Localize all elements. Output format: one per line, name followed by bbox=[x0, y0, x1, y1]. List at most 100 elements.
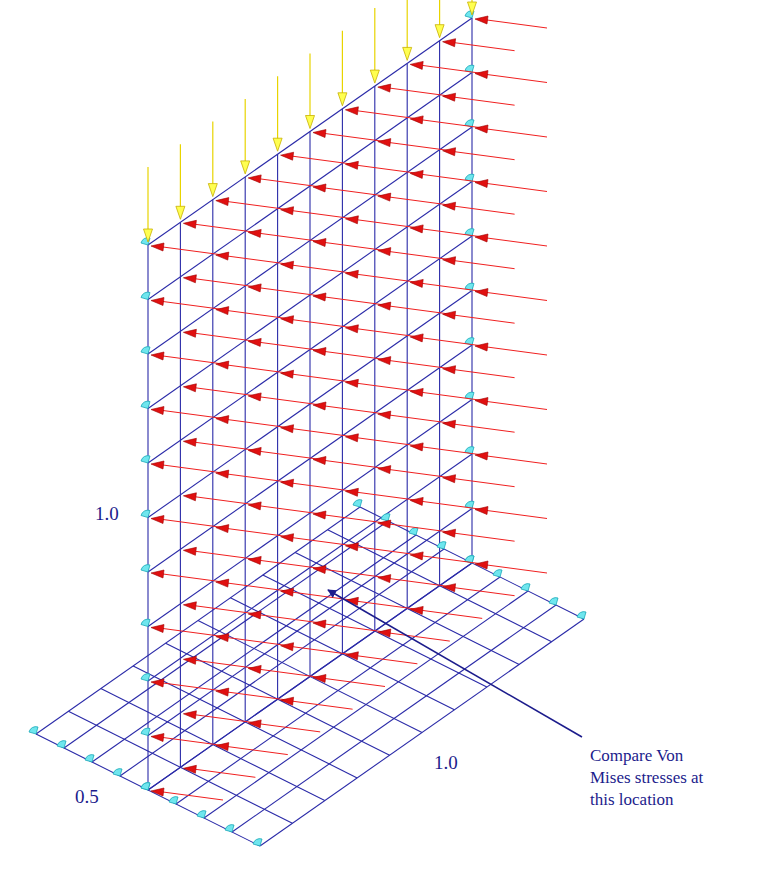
pressure-arrow bbox=[281, 425, 353, 437]
arrow-shaft bbox=[357, 492, 417, 500]
arrow-shaft bbox=[325, 352, 385, 360]
arrow-head bbox=[345, 434, 358, 442]
arrow-shaft bbox=[487, 129, 547, 137]
mesh-line bbox=[148, 454, 472, 681]
arrow-head bbox=[378, 248, 391, 256]
constraint-symbols bbox=[29, 11, 586, 846]
dimension-label: 0.5 bbox=[75, 786, 99, 808]
pressure-arrow bbox=[183, 602, 255, 614]
arrow-shaft bbox=[260, 179, 320, 187]
arrow-shaft bbox=[228, 365, 288, 373]
arrow-head bbox=[410, 170, 423, 178]
arrow-head bbox=[183, 329, 196, 337]
constraint-symbol bbox=[521, 584, 530, 591]
constraint-symbol bbox=[57, 741, 66, 748]
arrow-head bbox=[281, 425, 294, 433]
arrow-shaft bbox=[163, 247, 223, 255]
arrow-head bbox=[281, 697, 294, 705]
pressure-arrow bbox=[281, 697, 353, 709]
arrow-head bbox=[443, 366, 456, 374]
arrow-head bbox=[151, 352, 164, 360]
load-arrow bbox=[273, 76, 282, 151]
arrow-head bbox=[378, 466, 391, 474]
arrow-shaft bbox=[422, 501, 482, 509]
arrow-head bbox=[281, 207, 294, 215]
arrow-shaft bbox=[422, 447, 482, 455]
pressure-arrow bbox=[378, 248, 450, 260]
arrow-shaft bbox=[293, 156, 353, 164]
arrow-shaft bbox=[260, 669, 320, 677]
load-arrow bbox=[144, 167, 153, 242]
arrow-head bbox=[378, 575, 391, 583]
arrow-head bbox=[183, 711, 196, 719]
arrow-shaft bbox=[228, 311, 288, 319]
arrow-shaft bbox=[163, 302, 223, 310]
arrow-shaft bbox=[293, 647, 353, 655]
arrow-shaft bbox=[228, 202, 288, 210]
arrow-head bbox=[216, 743, 229, 751]
pressure-arrow bbox=[281, 207, 353, 219]
pressure-arrow bbox=[183, 220, 255, 232]
arrow-head bbox=[403, 47, 412, 60]
arrow-shaft bbox=[293, 429, 353, 437]
pressure-arrow bbox=[216, 198, 288, 210]
arrow-shaft bbox=[228, 474, 288, 482]
arrow-head bbox=[443, 93, 456, 101]
pressure-arrow bbox=[443, 475, 515, 487]
pressure-arrow bbox=[443, 93, 515, 105]
pressure-arrow bbox=[183, 765, 255, 777]
arrow-shaft bbox=[228, 692, 288, 700]
arrow-head bbox=[378, 302, 391, 310]
arrow-shaft bbox=[309, 54, 310, 118]
pressure-arrow bbox=[151, 734, 223, 746]
arrow-shaft bbox=[163, 629, 223, 637]
arrow-shaft bbox=[390, 306, 450, 314]
arrow-head bbox=[410, 497, 423, 505]
mesh-line bbox=[232, 605, 556, 832]
arrow-head bbox=[468, 2, 477, 15]
arrow-shaft bbox=[439, 0, 440, 27]
constraint-symbol bbox=[253, 839, 262, 846]
arrow-head bbox=[248, 720, 261, 728]
arrow-shaft bbox=[407, 0, 408, 49]
arrow-shaft bbox=[390, 579, 450, 587]
callout-leader bbox=[328, 590, 582, 737]
pressure-arrow bbox=[475, 125, 547, 137]
pressure-arrow bbox=[378, 466, 450, 478]
arrow-shaft bbox=[325, 461, 385, 469]
arrow-shaft bbox=[390, 252, 450, 260]
arrow-shaft bbox=[390, 197, 450, 205]
pressure-arrow bbox=[345, 597, 417, 609]
arrow-shaft bbox=[357, 383, 417, 391]
arrow-head bbox=[345, 325, 358, 333]
pressure-arrow bbox=[475, 561, 547, 573]
constraint-symbol bbox=[353, 500, 362, 507]
arrow-head bbox=[248, 229, 261, 237]
mesh-line bbox=[148, 345, 472, 572]
arrow-head bbox=[435, 25, 444, 38]
constraint-symbol bbox=[141, 783, 150, 790]
pressure-arrow bbox=[183, 656, 255, 668]
arrow-head bbox=[443, 257, 456, 265]
arrow-head bbox=[378, 520, 391, 528]
pressure-arrow bbox=[216, 470, 288, 482]
arrow-head bbox=[183, 438, 196, 446]
pressure-arrow bbox=[216, 416, 288, 428]
arrow-head bbox=[281, 479, 294, 487]
arrow-head bbox=[248, 611, 261, 619]
pressure-arrow bbox=[475, 452, 547, 464]
arrow-head bbox=[313, 675, 326, 683]
pressure-arrow bbox=[216, 688, 288, 700]
arrow-head bbox=[151, 516, 164, 524]
arrow-shaft bbox=[195, 442, 255, 450]
arrow-shaft bbox=[195, 606, 255, 614]
pressure-arrow bbox=[410, 279, 482, 291]
pressure-arrow bbox=[443, 311, 515, 323]
pressure-arrow bbox=[151, 461, 223, 473]
arrow-head bbox=[183, 765, 196, 773]
arrow-head bbox=[151, 788, 164, 796]
arrow-shaft bbox=[422, 65, 482, 73]
arrow-shaft bbox=[487, 75, 547, 83]
arrow-head bbox=[345, 488, 358, 496]
arrow-shaft bbox=[487, 347, 547, 355]
